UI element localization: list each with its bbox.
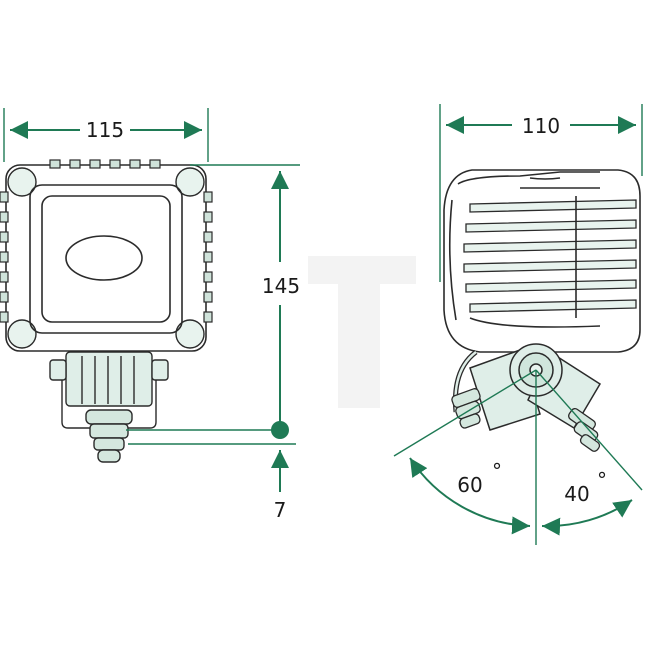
dim-angle-left: 60 <box>457 473 482 497</box>
front-logo-oval <box>65 235 143 281</box>
front-mount-bracket <box>49 351 169 429</box>
dim-width-front: 115 <box>86 118 124 142</box>
side-cooling-fins <box>463 199 637 313</box>
front-bezel <box>29 184 183 334</box>
front-fins-top <box>49 159 161 169</box>
front-fins-left <box>0 191 9 323</box>
side-cable-gland-right <box>568 407 601 452</box>
dim-mount-offset: 7 <box>274 498 287 522</box>
front-corner-bosses <box>7 167 205 349</box>
side-dimension-lines <box>393 104 643 545</box>
degree-mark-left: ° <box>492 459 502 483</box>
watermark-logo <box>308 256 416 408</box>
front-view <box>0 159 213 463</box>
side-cable-gland-left <box>451 388 481 429</box>
degree-mark-right: ° <box>597 468 607 492</box>
dim-width-side: 110 <box>522 114 560 138</box>
dim-angle-right: 40 <box>564 482 589 506</box>
datum-point <box>271 421 289 439</box>
side-view <box>443 169 641 452</box>
front-fins-right <box>203 191 213 323</box>
front-cable-gland <box>85 409 133 463</box>
front-housing <box>5 164 207 352</box>
front-lens <box>41 195 171 323</box>
dim-height: 145 <box>262 274 300 298</box>
front-dimension-lines <box>3 108 300 492</box>
